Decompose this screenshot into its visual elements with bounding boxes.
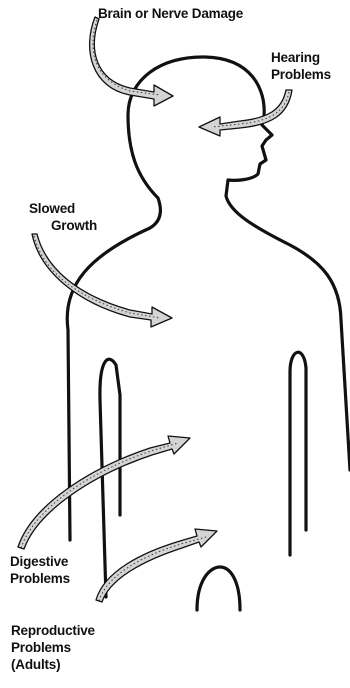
digestive-problems-label: Digestive Problems	[10, 553, 70, 587]
hearing-problems-label: Hearing Problems	[271, 49, 331, 83]
reproductive-label-line-3: (Adults)	[11, 656, 95, 673]
hearing-label-line-2: Problems	[271, 66, 331, 83]
right-arm-outline	[290, 352, 306, 555]
hearing-label-line-1: Hearing	[271, 49, 331, 66]
digestive-label-line-1: Digestive	[10, 553, 70, 570]
brain-damage-label-line: Brain or Nerve Damage	[98, 5, 243, 22]
left-arm-outline	[100, 359, 120, 597]
reproductive-problems-label: Reproductive Problems (Adults)	[11, 622, 95, 673]
hearing-arrow	[199, 90, 292, 136]
crotch-outline	[197, 567, 240, 610]
growth-label-line-1: Slowed	[29, 200, 97, 217]
growth-arrow	[32, 234, 172, 327]
digestive-label-line-2: Problems	[10, 570, 70, 587]
brain-arrow	[90, 17, 173, 106]
growth-label-line-2: Growth	[29, 217, 97, 234]
slowed-growth-label: Slowed Growth	[29, 200, 97, 234]
reproductive-label-line-2: Problems	[11, 639, 95, 656]
brain-damage-label: Brain or Nerve Damage	[98, 5, 243, 22]
reproductive-label-line-1: Reproductive	[11, 622, 95, 639]
